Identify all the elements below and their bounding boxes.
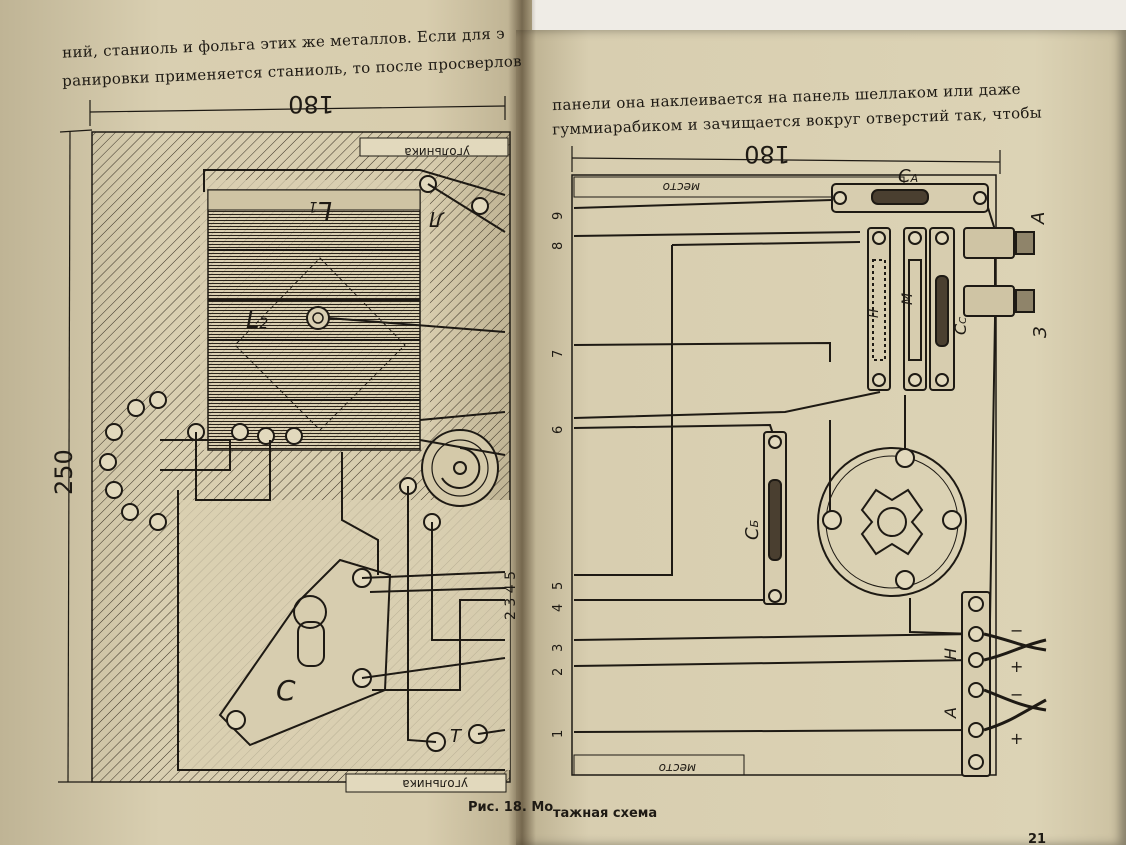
right-figure-caption: тажная схема — [553, 806, 658, 821]
left-corner-bottom-label: угольника — [402, 777, 468, 791]
left-width-label: 180 — [288, 90, 334, 118]
capacitor-c-label: C — [276, 674, 296, 707]
terminal-block-az — [963, 227, 1035, 317]
wire-number-1: 1 — [551, 730, 566, 738]
right-page — [516, 30, 1126, 845]
twisted-leads — [983, 632, 1047, 732]
left-width-dimension — [89, 96, 506, 126]
left-height-label: 250 — [50, 449, 78, 495]
left-corner-bottom — [345, 773, 507, 793]
resistor-h-label: Н — [867, 309, 881, 318]
capacitor-ca-label: CА — [898, 166, 918, 187]
wire-number-2: 2 — [551, 668, 566, 676]
terminal-t-label: Т — [450, 726, 463, 747]
right-wires — [573, 197, 996, 733]
variometer-l2 — [234, 257, 406, 431]
left-corner-top — [359, 137, 509, 157]
wire-number-4: 4 — [551, 604, 566, 612]
right-place-top-label: место — [663, 180, 700, 194]
page-number: 21 — [1028, 832, 1047, 845]
right-place-bottom-label: место — [659, 761, 696, 775]
polarity-2: + — [1010, 657, 1023, 676]
left-edge-numbers: 2 3 4 5 — [503, 571, 519, 620]
power-h-label: Н — [941, 648, 960, 660]
right-width-dimension — [571, 146, 1001, 174]
capacitor-cc — [929, 227, 955, 391]
rotary-switch — [421, 429, 499, 507]
left-wires — [160, 169, 506, 771]
variometer-l2-label: L2 — [246, 306, 268, 334]
wire-numbers: 9 8 7 6 5 4 3 2 1 — [551, 212, 566, 738]
right-place-bottom — [573, 754, 745, 776]
wire-number-5: 5 — [551, 582, 566, 590]
book-gutter — [508, 0, 536, 845]
polarity-3: − — [1010, 685, 1023, 704]
coil-l1-label: L1 — [309, 195, 332, 225]
left-height-dimension — [58, 129, 93, 783]
terminal-z-label: З — [1030, 326, 1051, 338]
capacitor-cb-label: CБ — [742, 520, 763, 540]
wire-number-6: 6 — [551, 426, 566, 434]
wire-number-7: 7 — [551, 350, 566, 358]
wire-number-3: 3 — [551, 644, 566, 652]
polarity-4: + — [1010, 729, 1023, 748]
capacitor-ca — [831, 183, 989, 213]
tube-socket — [817, 447, 967, 597]
terminal-l-label: Л — [429, 207, 445, 231]
resistor-r — [867, 227, 891, 391]
resistor-m-label: М — [900, 293, 916, 305]
left-corner-top-label: угольника — [404, 145, 470, 159]
polarity-1: − — [1010, 621, 1023, 640]
right-panel-outline — [571, 174, 997, 776]
terminal-a-top-label: А — [1028, 212, 1049, 225]
wire-number-8: 8 — [551, 242, 566, 250]
power-a-label: А — [941, 707, 960, 719]
right-width-label: 180 — [744, 140, 790, 168]
variable-capacitor-c — [218, 558, 392, 747]
resistor-m — [903, 227, 927, 391]
capacitor-cb — [763, 431, 787, 605]
capacitor-cc-label: CС — [951, 317, 970, 335]
left-figure-caption: Рис. 18. Мо — [468, 800, 554, 815]
power-terminal-strip — [961, 591, 991, 777]
wire-number-9: 9 — [551, 212, 566, 220]
